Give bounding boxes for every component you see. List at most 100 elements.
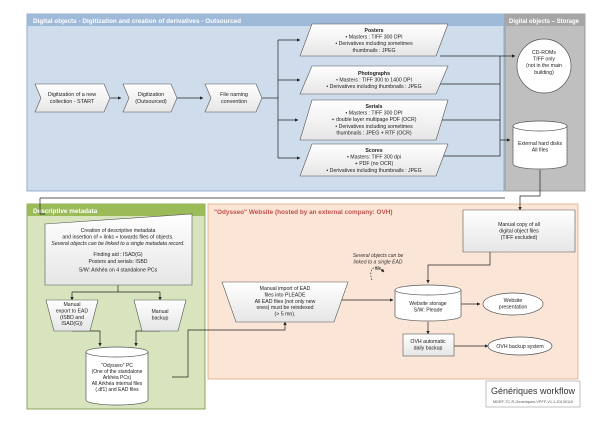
start-node-line: collection - START [50, 99, 95, 105]
odysseo-pc-line: (.df1) and EAD files [95, 387, 139, 393]
cdroms-line: TIFF only [533, 57, 555, 63]
photographs-line: • Derivatives including thumbnails : JPE… [326, 84, 421, 90]
naming-node-line: convention [221, 99, 247, 105]
manual-backup-line: Manual [151, 309, 168, 315]
ead-link-note-line: Several objects can be [353, 253, 404, 259]
odysseo-pc-line: (One of the standalone [92, 369, 143, 375]
svg-text:"Odysseo" PC(One of the standa: "Odysseo" PC(One of the standaloneArkhéa… [92, 363, 143, 393]
serials-line: + double layer multipage PDF (OCR) [332, 117, 417, 123]
photographs-node: Photographs• Masters : TIFF 300 to 1400 … [299, 65, 449, 95]
posters-line: • Masters : TIFF 300 DPI [345, 35, 402, 41]
scores-line: • Masters: TIFF 300 dpi [347, 155, 401, 161]
manual-import-line: All EAD files (not only new [255, 299, 316, 305]
harddisks-line: All files [532, 148, 549, 154]
odysseo-pc-line: All Arkhéa internal files [92, 381, 143, 387]
presentation-line: presentation [499, 304, 528, 310]
scores-line: • Derivatives including thumbnails : JPE… [326, 168, 421, 174]
posters-title: Posters [364, 28, 383, 34]
manual-import-line: ones) must be reindexed [256, 305, 313, 311]
harddisks-line: External hard disks [518, 141, 563, 147]
photographs-line: • Masters : TIFF 300 to 1400 DPI [336, 78, 412, 84]
posters-line: thumbnails : JPEG [353, 48, 396, 54]
cdroms-line: (not in the main [526, 63, 562, 69]
svg-text:Photographs• Masters : TIFF 30: Photographs• Masters : TIFF 300 to 1400 … [326, 71, 421, 90]
export-ead-line: export to EAD [56, 308, 89, 314]
ead-link-note-line: linked to a single EAD [354, 259, 403, 265]
posters-line: • Derivatives including sometimes [335, 41, 413, 47]
website-storage-line: Website storage [409, 301, 447, 307]
export-ead-line: (ISBD and [60, 315, 84, 321]
odysseo-pc-line: "Odysseo" PC [101, 363, 133, 369]
serials-node: Serials• Masters : TIFF 300 DPI+ double … [299, 99, 449, 141]
digitization-node-line: Digitization [138, 92, 164, 98]
digitization-node-line: (Outsourced) [135, 99, 167, 105]
cdroms-line: building) [534, 70, 554, 76]
metadata-finding-aid: Finding aid : ISAD(G) [93, 252, 143, 258]
serials-line: • Masters : TIFF 300 DPI [345, 111, 402, 117]
website-panel-title: "Odysseo" Website (hosted by an external… [214, 209, 393, 216]
naming-node-line: File naming [220, 92, 248, 98]
manual-backup-line: backup [152, 316, 169, 322]
odysseo-pc-line: Arkhéa PCs) [103, 375, 132, 381]
storage-panel-header [505, 14, 585, 26]
metadata-creation-line: Creation of descriptive metadata [81, 228, 156, 234]
metadata-creation-note: Several objects can be linked to a singl… [51, 241, 184, 247]
ovh-backup-line: daily backup [414, 346, 443, 352]
serials-title: Serials [365, 104, 382, 110]
ovh-system-node: OVH backup system [487, 336, 553, 356]
manual-import-line: files into PLEADE [265, 292, 306, 298]
posters-node: Posters• Masters : TIFF 300 DPI• Derivat… [299, 23, 449, 57]
website-storage-line: S/W: Pleade [414, 308, 443, 314]
svg-text:Scores• Masters: TIFF 300 dpi+: Scores• Masters: TIFF 300 dpi+ PDF (no O… [326, 148, 421, 174]
serials-line: • Derivatives including sometimes [335, 124, 413, 130]
serials-line: thumbnails : JPEG + RTF (OCR) [336, 130, 412, 136]
descriptive-metadata-panel-header [27, 204, 205, 216]
ovh-system-label: OVH backup system [496, 344, 543, 350]
metadata-posters-serials: Posters and serials: ISBD [88, 259, 147, 265]
scores-node: Scores• Masters: TIFF 300 dpi+ PDF (no O… [299, 143, 449, 177]
workflow-title-box [485, 380, 581, 408]
digitization-panel-header [27, 14, 504, 26]
scores-line: + PDF (no OCR) [355, 161, 394, 167]
export-ead-line: ISAD(G)) [61, 321, 83, 327]
presentation-line: Website [504, 298, 523, 304]
manual-copy-line: digital object files [499, 229, 539, 235]
ead-link-note-line: file [375, 266, 382, 272]
manual-copy-line: Manual copy of all [498, 222, 540, 228]
storage-panel-title: Digital objects – Storage [509, 19, 580, 25]
workflow-title: Génériques workflow [491, 386, 576, 396]
start-node-line: Digitization of a new [48, 92, 96, 98]
ovh-backup-line: OVH automatic [410, 339, 446, 345]
workflow-code: MDRF-TC-R-Generiques-VPFF-V1.1-20130110 [493, 400, 573, 404]
metadata-creation-line: and insertion of « links » towards files… [62, 235, 173, 241]
digitization-panel-title: Digital objects - Digitization and creat… [33, 18, 241, 25]
photographs-title: Photographs [358, 71, 390, 77]
svg-text:Posters• Masters : TIFF 300 DP: Posters• Masters : TIFF 300 DPI• Derivat… [335, 28, 413, 54]
svg-text:Digitization(Outsourced): Digitization(Outsourced) [135, 92, 167, 105]
svg-text:Serials• Masters : TIFF 300 DP: Serials• Masters : TIFF 300 DPI+ double … [332, 104, 417, 136]
